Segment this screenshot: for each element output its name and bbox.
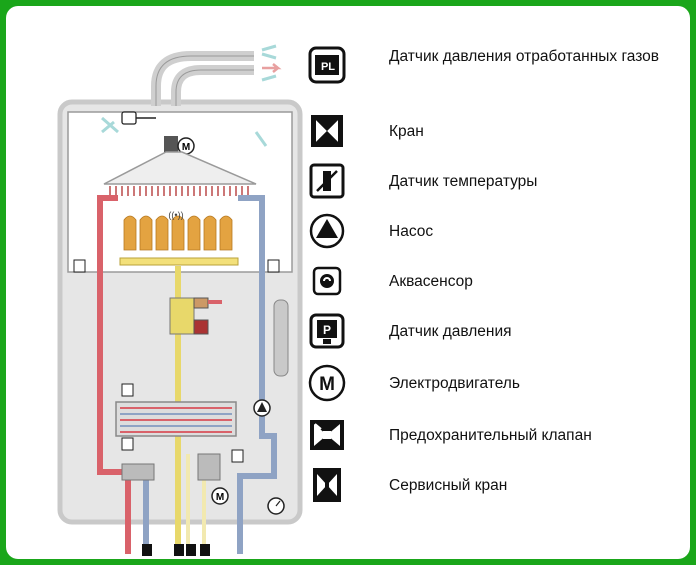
pressure-gauge-icon bbox=[267, 497, 285, 515]
fan-motor-icon: M bbox=[164, 136, 195, 155]
burner-ignition-label: ((•)) bbox=[168, 210, 183, 220]
svg-text:M: M bbox=[216, 492, 224, 503]
legend-label: Сервисный кран bbox=[389, 477, 508, 494]
legend-label: Аквасенсор bbox=[389, 273, 473, 290]
flue-gas-pressure-sensor-icon: PL bbox=[306, 44, 348, 86]
legend-item-pressure-sensor: P Датчик давления bbox=[306, 310, 512, 352]
legend-item-aquasensor: Аквасенсор bbox=[306, 260, 473, 302]
motor-icon: M bbox=[306, 362, 348, 404]
expansion-vessel bbox=[273, 299, 289, 377]
pump-icon bbox=[253, 399, 271, 417]
three-way-valve bbox=[121, 463, 155, 481]
burner-flames bbox=[123, 215, 233, 251]
legend-item-flue-gas-pressure-sensor: PL Датчик давления отработанных газов bbox=[306, 44, 659, 86]
hot-pipe bbox=[97, 195, 131, 554]
bottom-valve-icons bbox=[142, 544, 210, 556]
pressure-sensor-icon: P bbox=[306, 310, 348, 352]
legend-item-motor: M Электродвигатель bbox=[306, 362, 520, 404]
aquasensor-icon bbox=[306, 260, 348, 302]
legend-label: Датчик давления отработанных газов bbox=[389, 48, 660, 65]
p-symbol: P bbox=[323, 323, 331, 337]
legend-item-safety-valve: Предохранительный клапан bbox=[306, 414, 592, 456]
legend-item-pump: Насос bbox=[306, 210, 433, 252]
return-pipe bbox=[237, 195, 277, 554]
legend-label: Датчик давления bbox=[389, 323, 512, 340]
flue-arrows bbox=[261, 44, 282, 82]
legend-label: Насос bbox=[389, 223, 434, 240]
svg-text:M: M bbox=[182, 142, 190, 153]
flue-pressure-sensor-icon bbox=[121, 111, 156, 125]
motor-icon: M bbox=[211, 487, 229, 505]
m-symbol: M bbox=[319, 374, 335, 395]
diagram-frame: M ((•)) bbox=[6, 6, 690, 559]
legend-label: Электродвигатель bbox=[389, 375, 520, 392]
gas-valve-icon bbox=[169, 297, 222, 335]
temperature-sensor-icon bbox=[306, 160, 348, 202]
service-valve-icon bbox=[306, 464, 348, 506]
safety-valve-icon bbox=[306, 414, 348, 456]
valve-icon bbox=[306, 110, 348, 152]
legend-label: Кран bbox=[389, 123, 424, 140]
legend-label: Датчик температуры bbox=[389, 173, 538, 190]
legend-label: Предохранительный клапан bbox=[389, 427, 592, 444]
temperature-sensor-icons bbox=[73, 259, 280, 463]
boiler-schematic: M ((•)) bbox=[57, 44, 303, 556]
flue-pipes bbox=[151, 51, 254, 106]
flue-hood bbox=[103, 151, 257, 185]
pump-icon bbox=[306, 210, 348, 252]
pl-symbol: PL bbox=[321, 61, 335, 73]
legend-item-valve: Кран bbox=[306, 110, 424, 152]
heat-exchanger-fins bbox=[109, 186, 249, 196]
legend-item-temperature-sensor: Датчик температуры bbox=[306, 160, 537, 202]
airflow-arrows bbox=[101, 116, 268, 147]
plate-heat-exchanger bbox=[115, 401, 237, 437]
legend-item-service-valve: Сервисный кран bbox=[306, 464, 507, 506]
gas-manifold bbox=[119, 257, 239, 266]
diverter-valve bbox=[197, 453, 221, 481]
